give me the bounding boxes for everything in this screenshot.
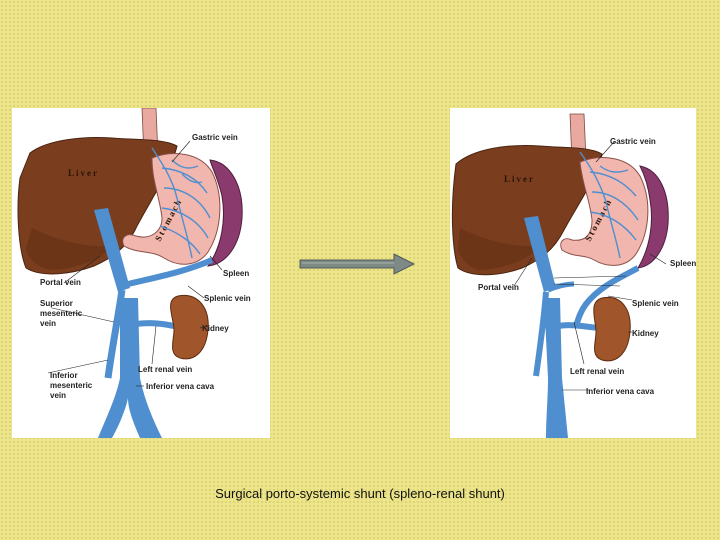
left-renal-vein	[557, 322, 599, 331]
portal-vein	[524, 216, 556, 292]
kidney	[170, 294, 209, 360]
leader-lines	[47, 140, 223, 387]
superior-mesenteric-label-3: vein	[40, 319, 56, 328]
gastric-vein-label: Gastric vein	[610, 137, 656, 146]
inferior-vena-cava	[544, 298, 568, 438]
left-renal-vein-label: Left renal vein	[570, 367, 624, 376]
left-renal-vein-label: Left renal vein	[138, 365, 192, 374]
superior-mesenteric-label-2: mesenteric	[40, 309, 83, 318]
kidney-label: Kidney	[632, 329, 659, 338]
superior-mesenteric-vein	[104, 289, 126, 379]
kidney	[593, 296, 631, 362]
leader-lines	[513, 141, 667, 391]
normal-anatomy-diagram: Liver Stomach	[12, 108, 270, 438]
liver-label: Liver	[504, 174, 535, 184]
liver-shading	[26, 228, 112, 270]
portal-vein-label: Portal vein	[478, 283, 519, 292]
stomach	[560, 157, 649, 266]
portal-vein-label: Portal vein	[40, 278, 81, 287]
gastric-vein-label: Gastric vein	[192, 133, 238, 142]
inferior-vena-cava-label: Inferior vena cava	[146, 382, 215, 391]
gastric-vein-network	[579, 151, 639, 259]
spleen	[206, 159, 243, 267]
inferior-mesenteric-label-3: vein	[50, 391, 66, 400]
splenic-vein	[119, 257, 214, 289]
splenic-vein-label: Splenic vein	[632, 299, 679, 308]
figure-caption: Surgical porto-systemic shunt (spleno-re…	[215, 486, 505, 501]
splenic-vein-label: Splenic vein	[204, 294, 251, 303]
inferior-mesenteric-label-1: Inferior	[50, 371, 78, 380]
portal-system-illustration: Liver Stomach	[17, 108, 251, 438]
spleen-label: Spleen	[223, 269, 249, 278]
liver-shading	[458, 228, 540, 270]
right-arrow-icon	[299, 253, 416, 275]
spleen-label: Spleen	[670, 259, 696, 268]
shunt-anatomy-diagram: Liver Stomach Gastric ve	[450, 108, 696, 438]
portal-vein	[94, 208, 130, 292]
superior-mesenteric-label-1: Superior	[40, 299, 73, 308]
inferior-vena-cava-label: Inferior vena cava	[586, 387, 655, 396]
liver-label: Liver	[68, 168, 99, 178]
kidney-label: Kidney	[202, 324, 229, 333]
ligated-splenic-vein	[547, 281, 575, 293]
gastric-vein-network	[151, 147, 211, 259]
inferior-vena-cava	[98, 298, 162, 438]
inferior-mesenteric-label-2: mesenteric	[50, 381, 93, 390]
left-renal-vein	[135, 320, 175, 329]
shunt-illustration: Liver Stomach Gastric ve	[451, 113, 696, 438]
